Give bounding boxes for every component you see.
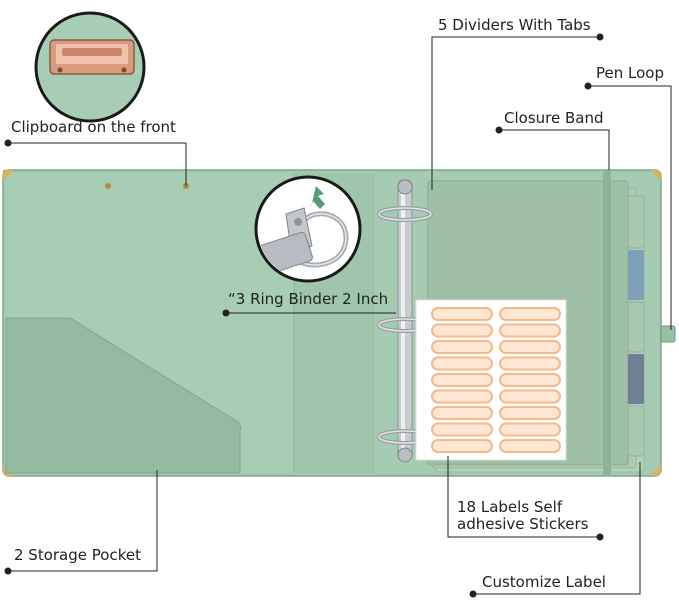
label-sticker: [499, 307, 561, 321]
leader-clipboard: [8, 142, 187, 186]
corner-top-right: [650, 170, 661, 181]
label-sticker: [499, 356, 561, 371]
leader-customize: [473, 462, 641, 595]
label-sticker: [431, 340, 493, 354]
leader-labels: [447, 456, 600, 538]
label-pills: [431, 307, 561, 453]
leader-dividers: [431, 36, 600, 190]
label-sticker: [499, 389, 561, 404]
tab-4: [628, 354, 644, 404]
pen-loop: [660, 325, 676, 343]
callout-pen-loop: Pen Loop: [596, 64, 664, 82]
callout-storage-pocket: 2 Storage Pocket: [14, 546, 141, 564]
label-sticker: [431, 373, 493, 387]
closure-band: [603, 170, 611, 476]
label-sticker: [499, 422, 561, 437]
label-sticker: [431, 356, 493, 371]
label-sticker: [499, 323, 561, 338]
corner-bottom-right: [650, 465, 661, 476]
label-sticker: [499, 340, 561, 354]
label-sticker: [431, 439, 493, 453]
callout-labels-line1: 18 Labels Self: [457, 498, 563, 516]
tab-2: [628, 250, 644, 300]
label-sticker: [431, 307, 493, 321]
tab-1: [627, 195, 645, 249]
label-sticker: [431, 323, 493, 338]
callout-ring-binder: “3 Ring Binder 2 Inch: [228, 290, 389, 308]
leader-closure: [499, 129, 610, 170]
callout-customize-label: Customize Label: [482, 573, 606, 591]
clipboard-zoom: [34, 11, 146, 123]
label-sticker: [431, 406, 493, 420]
label-sticker: [499, 373, 561, 387]
tab-3: [627, 301, 645, 353]
callout-labels-line2: adhesive Stickers: [457, 515, 589, 533]
ring-top: [377, 206, 433, 222]
clip-screw-left: [105, 183, 111, 189]
label-sticker: [499, 439, 561, 453]
storage-pocket: [5, 317, 242, 474]
label-sticker: [431, 389, 493, 404]
callout-clipboard: Clipboard on the front: [11, 118, 176, 136]
label-sticker: [431, 422, 493, 437]
callout-dividers: 5 Dividers With Tabs: [438, 16, 591, 34]
callout-closure-band: Closure Band: [504, 109, 604, 127]
leader-pen-loop: [588, 85, 672, 330]
tab-5: [627, 405, 645, 457]
press-arrow-icon: [311, 186, 325, 209]
ring-zoom: [254, 175, 362, 283]
leader-pocket: [8, 470, 158, 572]
label-sticker: [499, 406, 561, 420]
